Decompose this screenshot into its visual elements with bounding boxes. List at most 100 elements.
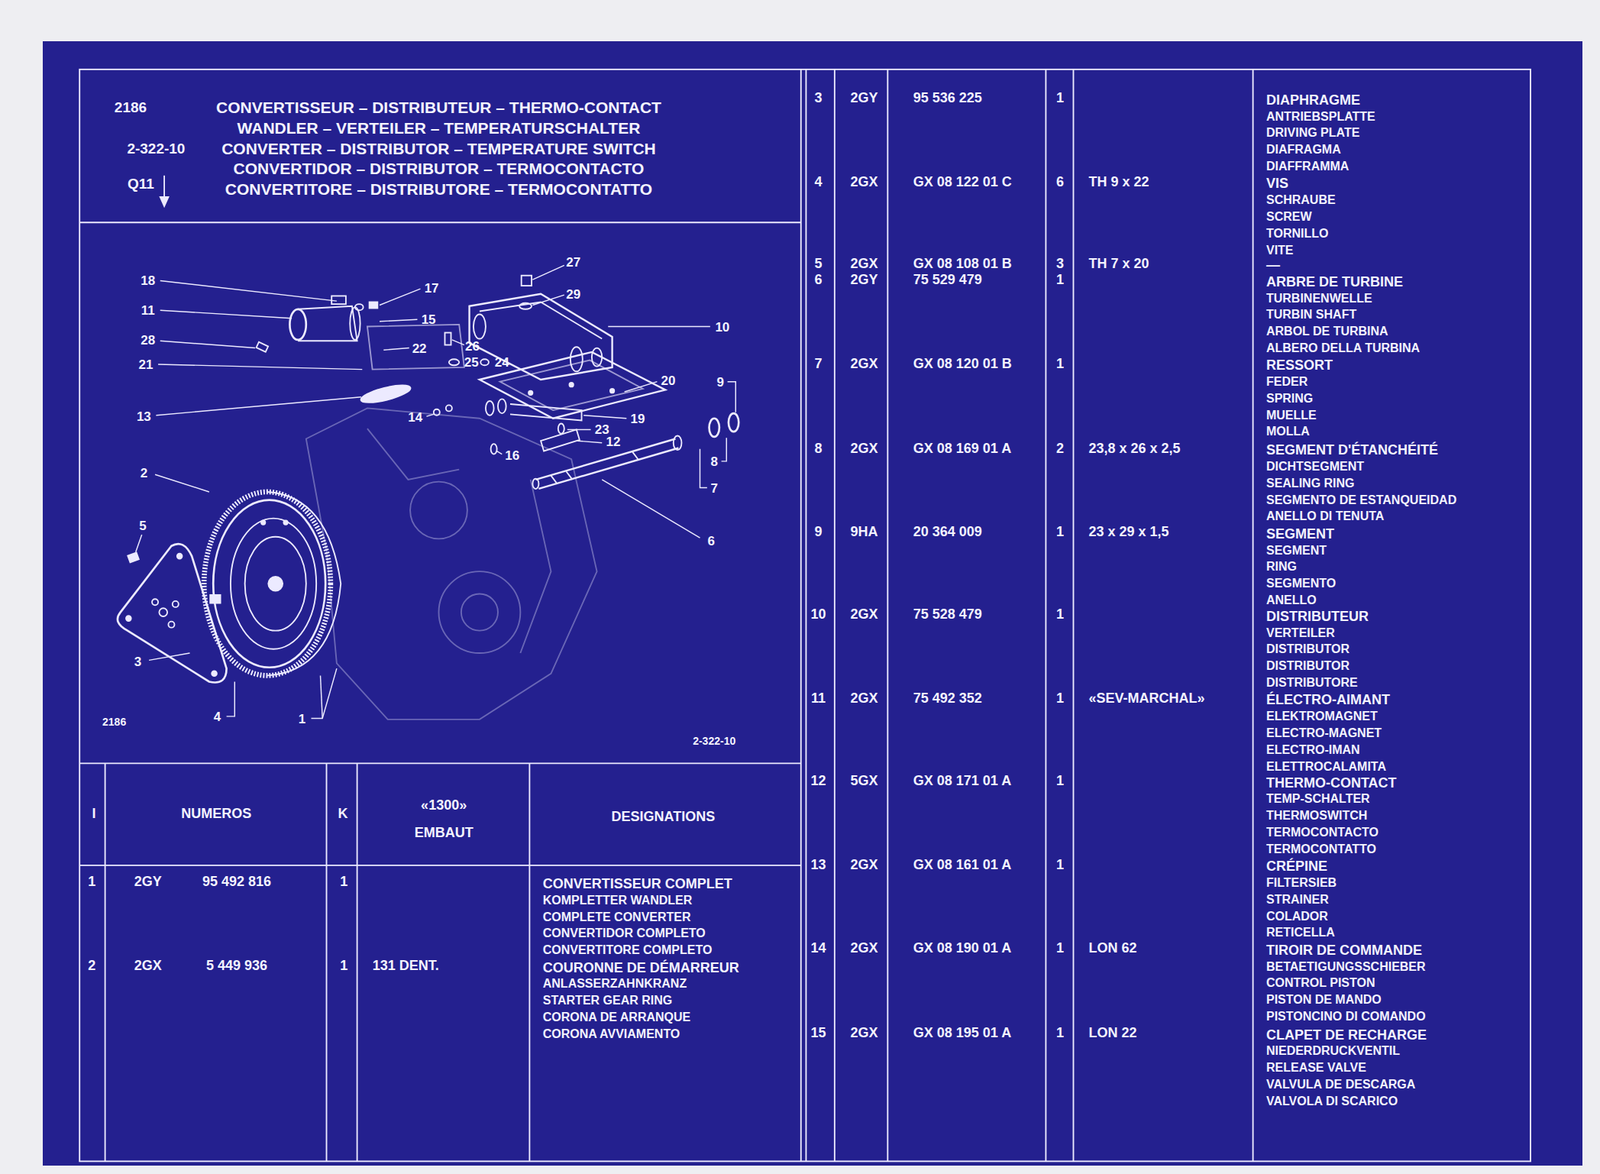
item-index: 7 [814,356,822,371]
column-line [1044,69,1047,1162]
frame-line [800,69,802,1162]
column-line [886,69,889,1162]
heading-line: WANDLER – VERTEILER – TEMPERATURSCHALTER [237,119,641,136]
designation: ÉLECTRO-AIMANT [1266,692,1390,707]
designation: RING [1266,560,1297,573]
part-number: GX 08 171 01 A [913,773,1012,788]
frame-line [79,221,802,224]
part-number: GX 08 122 01 C [913,174,1012,189]
designation: ANTRIEBSPLATTE [1266,110,1376,123]
callout-number: 17 [424,281,440,295]
designation: SEGMENTO [1266,577,1336,590]
heading-line: CONVERTER – DISTRIBUTOR – TEMPERATURE SW… [221,139,657,156]
designation: BETAETIGUNGSSCHIEBER [1266,960,1426,973]
callout-number: 3 [134,654,142,668]
part-prefix: 2GY [134,874,162,889]
part-number: 75 528 479 [913,607,983,621]
designation: ELECTRO-IMAN [1266,743,1361,757]
callout-number: 10 [714,320,730,333]
arrow-head [160,197,169,207]
quantity: 1 [1056,1025,1064,1040]
quantity: 1 [1056,524,1064,539]
designation: THERMOSWITCH [1266,809,1368,822]
part-prefix: 2GX [134,958,162,973]
part-prefix: 2GX [850,356,879,371]
designation: COURONNE DE DÉMARREUR [543,960,740,975]
designation: ALBERO DELLA TURBINA [1266,342,1420,355]
designation: PISTON DE MANDO [1266,993,1382,1006]
callout-number: 6 [707,534,715,548]
fitting-note: TH 7 x 20 [1089,256,1150,271]
designation: CONVERTITORE COMPLETO [543,943,713,957]
designation: ARBOL DE TURBINA [1266,325,1389,338]
sheet-code: 2-322-10 [126,140,185,156]
designation: RELEASE VALVE [1266,1061,1367,1074]
designation: SEGMENT [1266,544,1327,557]
fitting-note: 23,8 x 26 x 2,5 [1089,441,1181,456]
illustration [79,69,1531,1162]
designation: DISTRIBUTOR [1266,659,1350,673]
fitting-note: TH 9 x 22 [1089,174,1150,189]
leader-lines [135,265,737,718]
designation: DISTRIBUTORE [1266,676,1358,689]
designation: DISTRIBUTOR [1266,643,1350,656]
fitting-note: LON 22 [1089,1025,1138,1040]
quantity: 3 [1056,256,1064,271]
designation: CORONA AVVIAMENTO [543,1027,681,1041]
part-number: 75 492 352 [913,691,983,705]
callout-number: 1 [298,711,306,725]
part-prefix: 5GX [850,773,879,788]
part-prefix: 2GX [850,607,879,621]
quantity: 1 [1056,356,1064,371]
item-index: 15 [810,1025,826,1040]
callout-number: 8 [710,454,718,468]
quantity: 1 [339,958,348,973]
designation: COMPLETE CONVERTER [543,911,692,924]
designation: SCHRAUBE [1266,193,1336,207]
frame-line [79,762,802,764]
designation: DRIVING PLATE [1266,126,1360,139]
callout-number: 18 [140,274,156,288]
callout-number: 20 [661,374,676,388]
callout-number: 25 [464,355,479,369]
drive-plate-drawing [117,543,227,683]
designation: ANELLO DI TENUTA [1266,510,1384,523]
part-number: 75 529 479 [913,272,983,287]
designation: VIS [1266,176,1289,191]
designation: TEMP-SCHALTER [1266,792,1371,805]
designation: VITE [1266,244,1294,257]
converter-drawing [203,491,341,676]
quantity: 1 [1056,773,1064,788]
part-number: 95 536 225 [913,90,983,105]
designation: ELETTROCALAMITA [1266,760,1387,773]
designation: TIROIR DE COMMANDE [1266,943,1423,957]
fitting-note: 23 x 29 x 1,5 [1089,524,1170,539]
designation: CRÉPINE [1266,859,1328,873]
part-prefix: 2GX [850,857,879,872]
callout-number: 4 [213,709,221,723]
designation: VALVULA DE DESCARGA [1266,1078,1416,1091]
designation: MUELLE [1266,409,1317,422]
item-index: 14 [810,940,826,955]
part-prefix: 2GX [850,174,879,189]
designation: — [1266,258,1280,272]
fitting-note: 131 DENT. [372,958,440,973]
designation: VALVOLA DI SCARICO [1266,1095,1398,1108]
part-number: GX 08 161 01 A [913,857,1012,872]
frame-line [805,69,808,1162]
designation: TURBINENWELLE [1266,292,1373,305]
column-heading: NUMEROS [181,806,252,821]
item-index: 13 [810,857,826,872]
part-prefix: 9HA [850,524,879,539]
column-line [356,762,359,1161]
callout-number: 29 [565,287,581,301]
quantity: 1 [1056,857,1064,872]
figure-code: 2186 [102,716,127,728]
callout-number: 22 [412,341,427,355]
designation: DICHTSEGMENT [1266,460,1365,473]
designation: SEGMENT D'ÉTANCHÉITÉ [1266,442,1439,457]
designation: TURBIN SHAFT [1266,308,1357,321]
callout-number: 27 [565,255,581,269]
designation: FEDER [1266,375,1308,388]
